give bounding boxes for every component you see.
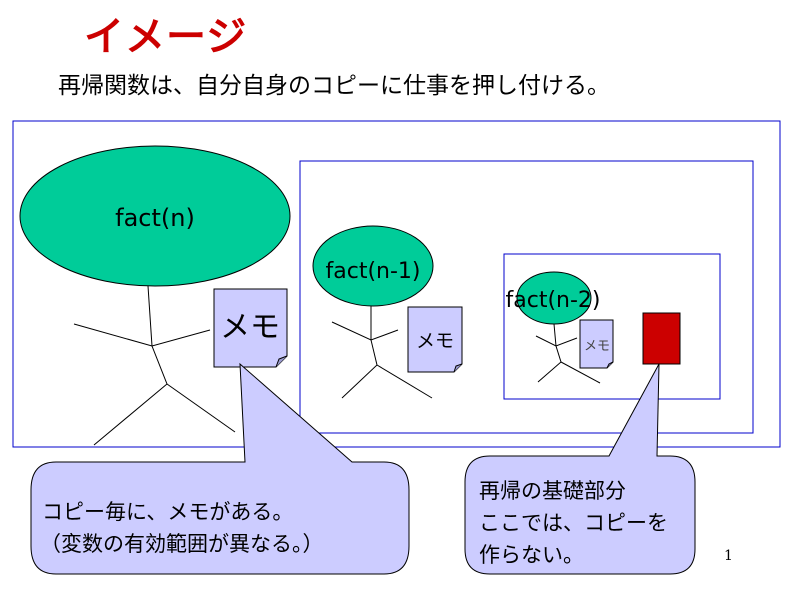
- frame-level-2: [503, 253, 721, 400]
- call-ellipse-level-0: [19, 145, 291, 287]
- memo-callout-line-1: コピー毎に、メモがある。: [42, 500, 293, 524]
- call-label-level-1: fact(n-1): [326, 259, 421, 284]
- memo-note-level-2: [579, 319, 614, 369]
- frame-level-1: [299, 160, 754, 434]
- memo-note-level-1: [407, 306, 463, 373]
- call-label-level-2: fact(n-2): [506, 288, 601, 313]
- page-number: 1: [724, 548, 733, 564]
- frame-level-0: [12, 120, 781, 448]
- memo-label-level-1: メモ: [416, 330, 454, 352]
- base-callout-line-1: 再帰の基礎部分: [479, 479, 626, 503]
- stick-figure-level-2: [535, 323, 601, 384]
- stick-figure-level-0: [73, 285, 236, 446]
- base-case-block: [642, 312, 681, 365]
- memo-note-level-0: [213, 288, 288, 368]
- stick-figure-level-1: [331, 306, 433, 399]
- memo-label-level-0: メモ: [220, 310, 280, 345]
- memo-callout: [30, 362, 410, 575]
- call-label-level-0: fact(n): [115, 204, 195, 232]
- memo-callout-line-2: （変数の有効範囲が異なる。）: [40, 532, 324, 556]
- memo-label-level-2: メモ: [584, 339, 610, 354]
- base-callout-line-3: 作らない。: [479, 543, 584, 567]
- slide-title: イメージ: [84, 14, 248, 60]
- slide-subtitle: 再帰関数は、自分自身のコピーに仕事を押し付ける。: [58, 73, 610, 99]
- base-callout-line-2: ここでは、コピーを: [479, 511, 668, 535]
- base-callout: [464, 363, 696, 575]
- call-ellipse-level-1: [312, 225, 434, 307]
